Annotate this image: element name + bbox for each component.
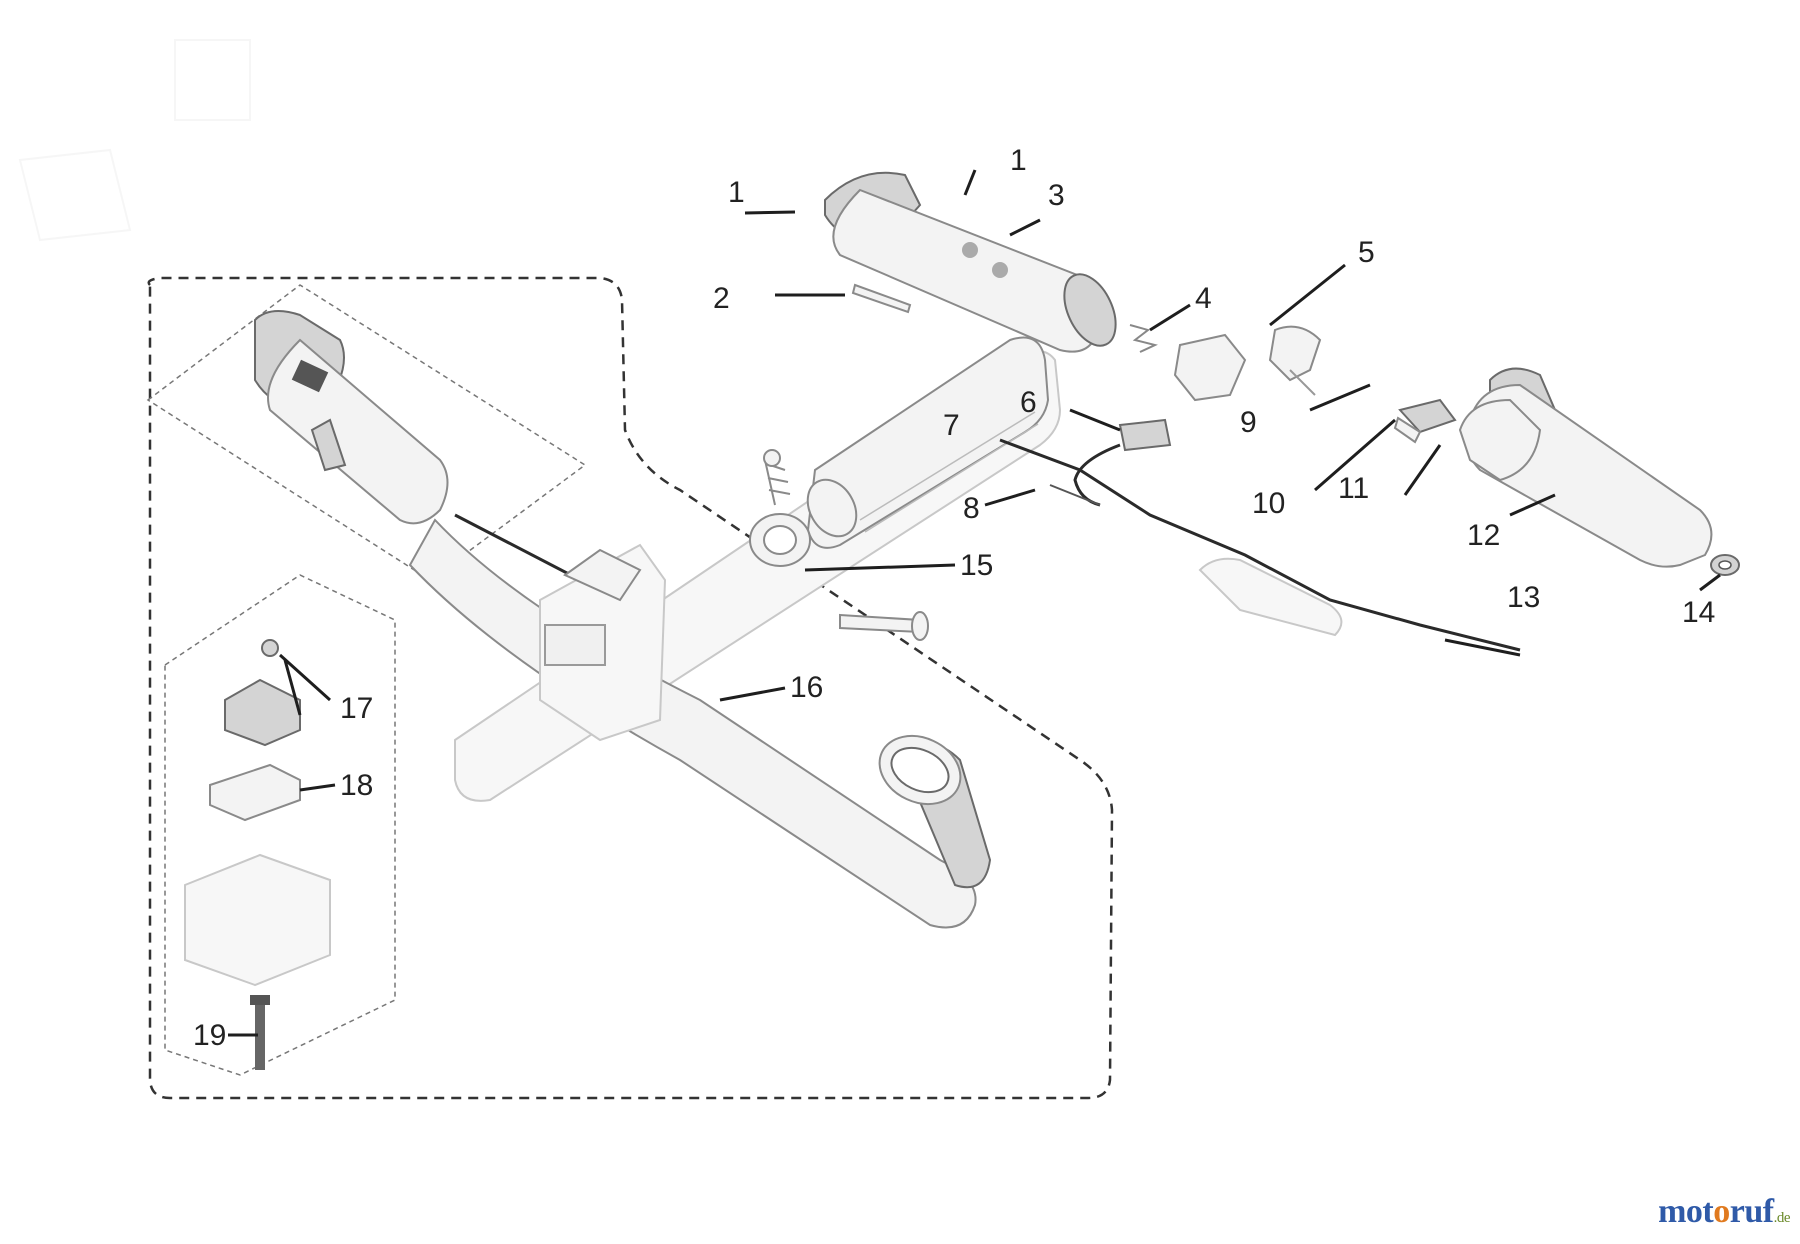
grip-detail-frame [146,284,587,581]
callout-14: 14 [1682,596,1715,629]
watermark-domain: .de [1773,1210,1791,1226]
callout-15: 15 [960,549,993,582]
spring-wire [1129,324,1158,353]
callout-8: 8 [963,492,980,525]
clamp-ring [749,513,811,567]
watermark-brand-prefix: mot [1658,1193,1714,1230]
callout-6: 6 [1020,386,1037,419]
callout-1b: 1 [1010,144,1027,177]
watermark-brand-suffix: ruf [1729,1193,1774,1230]
callout-labels: 1 1 2 3 4 5 6 7 8 9 10 11 12 13 14 15 16… [193,144,1715,1052]
center-bracket [539,543,667,742]
callout-16: 16 [790,671,823,704]
callout-7: 7 [943,409,960,442]
callout-4: 4 [1195,282,1212,315]
callout-11: 11 [1338,472,1369,505]
callout-5: 5 [1358,236,1375,269]
trigger-lever [1268,325,1322,396]
callout-10: 10 [1252,487,1285,520]
callout-2: 2 [713,282,730,315]
callout-17: 17 [340,692,373,725]
callout-9: 9 [1240,406,1257,439]
callout-19: 19 [193,1019,226,1052]
pin [851,283,912,314]
spring [763,449,791,506]
switch-part [1173,333,1247,402]
left-grip [254,310,591,587]
callout-13: 13 [1507,581,1540,614]
callout-18: 18 [340,769,373,802]
leader-lines [228,169,1721,1037]
handle-housing [824,171,1117,353]
callout-1a: 1 [728,176,745,209]
nut [1710,554,1740,576]
assembly-dashed-outline [147,276,1114,1100]
small-part-10-11 [1393,398,1457,444]
callout-12: 12 [1467,519,1500,552]
wire-harness [999,438,1521,652]
motoruf-watermark-logo: motoruf.de [1658,1193,1790,1231]
watermark-brand-o: o [1713,1193,1730,1230]
right-grip [1458,367,1713,568]
faint-background-marks [18,39,251,242]
bracket-detail-frame [164,574,396,1076]
bolt [839,611,929,641]
callout-3: 3 [1048,179,1065,212]
connector [1073,418,1172,507]
bracket-parts [184,639,331,1070]
